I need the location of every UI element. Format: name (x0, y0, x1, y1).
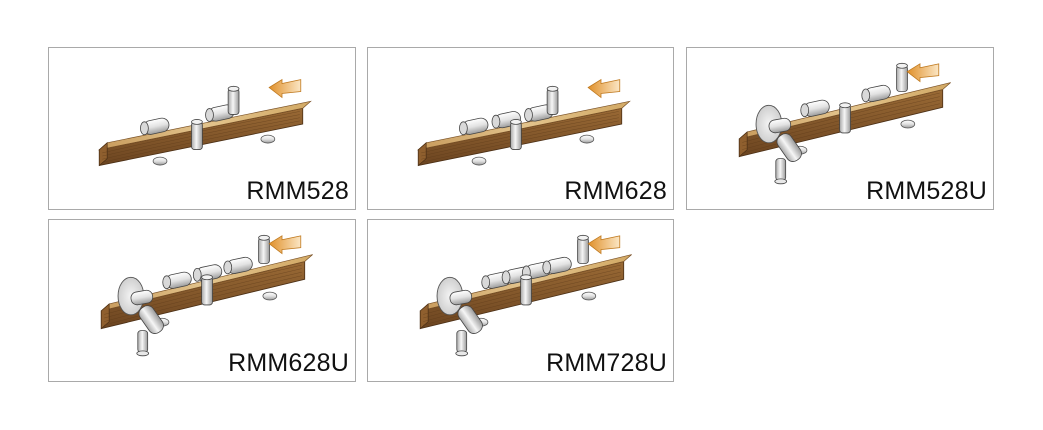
roller-cap-icon (227, 85, 240, 92)
roller-end-icon (223, 260, 233, 275)
feed-direction-arrow-icon (268, 235, 302, 255)
vertical-roller-icon (896, 65, 908, 92)
feed-direction-arrow-icon (587, 235, 621, 255)
support-roller-icon (581, 291, 597, 301)
angled-roller-icon (457, 305, 483, 334)
vertical-roller-icon (546, 88, 559, 115)
roller-cap-icon (510, 119, 522, 125)
feed-direction-arrow-icon (587, 78, 621, 99)
saw-unit (436, 276, 483, 357)
support-rollers (471, 134, 595, 166)
roller-end-icon (205, 108, 214, 122)
machine-panel-3: RMM528U (686, 47, 994, 210)
feed-rollers (459, 104, 554, 136)
vertical-rollers (510, 85, 559, 150)
vertical-roller-icon (510, 121, 522, 150)
feed-rollers (800, 84, 891, 118)
feed-direction-arrow-icon (906, 63, 940, 83)
roller-cap-icon (520, 274, 532, 281)
saw-motor-icon (768, 117, 792, 134)
machine-panel-4: RMM628U (48, 219, 356, 382)
board-end-grain (419, 303, 429, 330)
board-end-grain (417, 142, 427, 167)
roller-cap-icon (258, 234, 270, 241)
roller-end-icon (861, 88, 871, 103)
roller-end-icon (140, 121, 149, 136)
saw-motor-icon (130, 289, 154, 306)
vertical-roller-icon (191, 121, 203, 150)
roller-end-icon (162, 275, 172, 290)
roller-end-icon (501, 270, 511, 285)
roller-cap-icon (577, 234, 589, 241)
vertical-roller-icon (577, 237, 589, 264)
feed-rollers (140, 104, 235, 136)
vertical-roller-icon (839, 104, 851, 134)
machine-panel-1: RMM528 (48, 47, 356, 210)
support-roller-icon (579, 134, 595, 144)
roller-cap-icon (455, 350, 469, 357)
saw-unit (755, 104, 802, 185)
roller-cap-icon (136, 350, 150, 357)
machine-panel-5: RMM728U (367, 219, 674, 382)
roller-end-icon (481, 275, 491, 290)
workpiece-group (417, 100, 631, 167)
saw-unit (117, 276, 164, 357)
machine-illustration (98, 78, 312, 167)
board-end-grain (738, 131, 748, 158)
roller-cap-icon (546, 85, 559, 92)
roller-cap-icon (201, 274, 213, 281)
board-end-grain (98, 142, 108, 167)
roller-end-icon (459, 121, 468, 136)
vertical-roller-icon (227, 88, 240, 115)
roller-end-icon (491, 114, 501, 129)
angled-roller-icon (138, 305, 164, 334)
roller-cap-icon (774, 178, 788, 185)
roller-end-icon (192, 268, 202, 282)
model-label: RMM528 (246, 177, 349, 205)
support-roller-icon (152, 156, 168, 166)
model-label: RMM728U (546, 349, 667, 377)
workpiece-group (98, 100, 312, 167)
board-end-grain (100, 303, 110, 330)
vertical-rollers (520, 234, 589, 306)
vertical-rollers (839, 62, 908, 134)
support-roller-icon (262, 291, 278, 301)
lower-roller-icon (775, 158, 787, 181)
saw-motor-icon (449, 289, 473, 306)
vertical-rollers (191, 85, 240, 150)
vertical-rollers (201, 234, 270, 306)
roller-end-icon (800, 103, 810, 118)
model-label: RMM528U (866, 177, 987, 205)
roller-cap-icon (839, 102, 851, 109)
machine-illustration (417, 78, 631, 167)
roller-cap-icon (896, 62, 908, 69)
lower-roller-icon (137, 330, 149, 353)
machine-illustration (100, 234, 313, 357)
machine-illustration (738, 62, 951, 185)
roller-end-icon (524, 108, 533, 122)
machine-illustration (419, 234, 632, 357)
feed-direction-arrow-icon (268, 78, 302, 99)
model-label: RMM628 (564, 177, 667, 205)
vertical-roller-icon (201, 276, 213, 306)
vertical-roller-icon (258, 237, 270, 264)
support-roller-icon (900, 119, 916, 129)
roller-end-icon (542, 260, 552, 275)
roller-cap-icon (191, 119, 203, 125)
angled-roller-icon (776, 133, 802, 162)
machine-panel-2: RMM628 (367, 47, 674, 210)
support-rollers (152, 134, 276, 166)
support-roller-icon (260, 134, 276, 144)
model-label: RMM628U (228, 349, 349, 377)
lower-roller-icon (456, 330, 468, 353)
support-roller-icon (471, 156, 487, 166)
vertical-roller-icon (520, 276, 532, 306)
